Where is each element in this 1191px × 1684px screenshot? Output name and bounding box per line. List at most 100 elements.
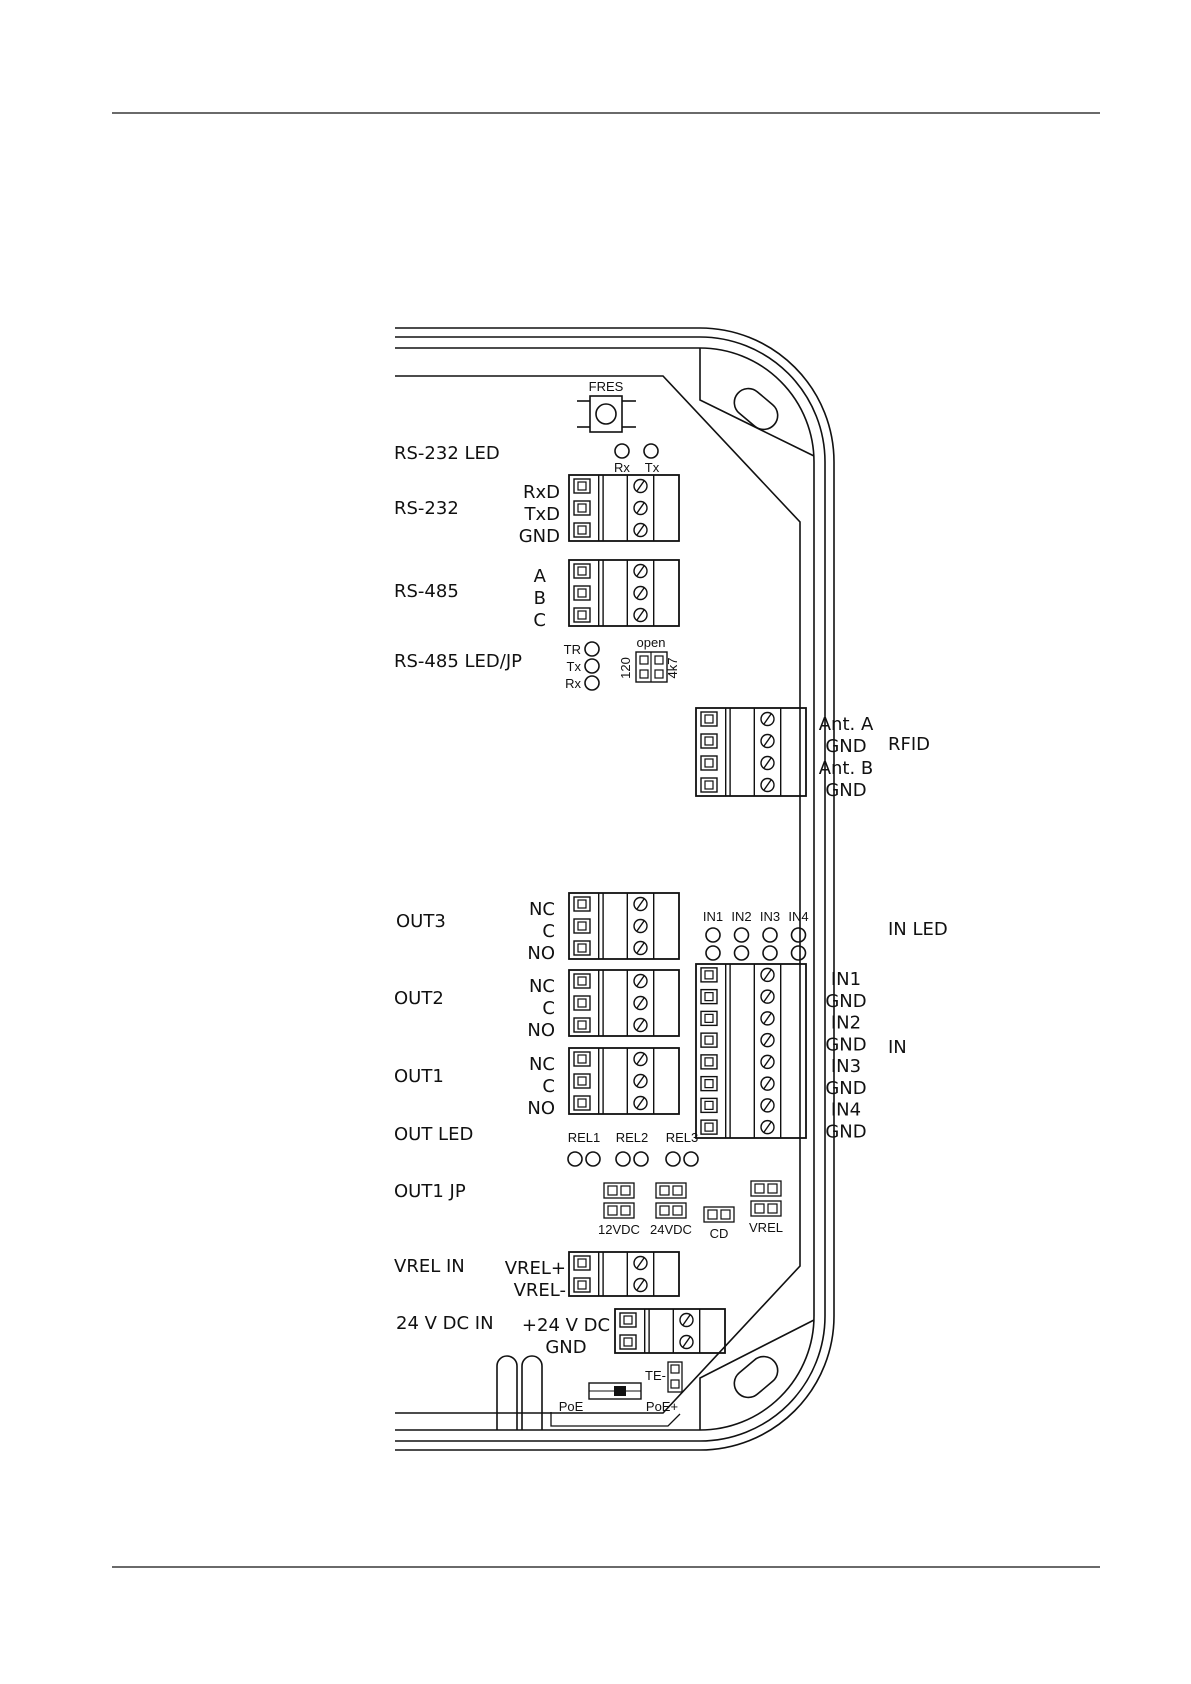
rel-led bbox=[633, 1151, 649, 1167]
jumper-12vdc-label: 12VDC bbox=[598, 1222, 640, 1237]
fres-label: FRES bbox=[589, 379, 624, 394]
label-vrel-in: VREL IN bbox=[394, 1256, 465, 1277]
dc24-pin-labels-pin: GND bbox=[545, 1337, 586, 1358]
in-led-label: IN4 bbox=[788, 909, 808, 924]
rs485-led-label-tr: TR bbox=[564, 642, 581, 657]
rfid-terminal[interactable] bbox=[695, 707, 807, 797]
mounting-hole-top bbox=[733, 387, 779, 431]
rel-led bbox=[665, 1151, 681, 1167]
in-led-bottom bbox=[762, 945, 778, 961]
dc24-pin-labels-pin: +24 V DC bbox=[522, 1315, 610, 1336]
label-in: IN bbox=[888, 1037, 907, 1058]
rs232-terminal[interactable] bbox=[568, 474, 680, 542]
out3-pin-labels-pin: C bbox=[542, 921, 555, 942]
label-24vdc-in: 24 V DC IN bbox=[396, 1313, 494, 1334]
jumper-24vdc[interactable]: 24VDC bbox=[650, 1182, 692, 1237]
mounting-hole-bottom bbox=[733, 1355, 779, 1399]
te-jumper[interactable]: TE- bbox=[645, 1361, 683, 1393]
rel-led-label: REL1 bbox=[568, 1130, 601, 1145]
vrel-pin-labels-pin: VREL+ bbox=[505, 1258, 566, 1279]
te-label: TE- bbox=[645, 1368, 666, 1383]
out3-pin-labels-pin: NO bbox=[527, 943, 555, 964]
rfid-pin-labels-pin: GND bbox=[825, 736, 866, 757]
out2-terminal[interactable] bbox=[568, 969, 680, 1037]
in-pin-labels-pin: GND bbox=[825, 991, 866, 1012]
in-terminal[interactable] bbox=[695, 963, 807, 1139]
rs485-led-label-rx: Rx bbox=[565, 676, 581, 691]
out3-terminal[interactable] bbox=[568, 892, 680, 960]
jumper-24vdc-label: 24VDC bbox=[650, 1222, 692, 1237]
vrel-pin-labels-pin: VREL- bbox=[514, 1280, 566, 1301]
rs232-pin-labels-pin: RxD bbox=[523, 482, 560, 503]
rs485-pin-labels-pin: C bbox=[533, 610, 546, 631]
rx-led-label: Rx bbox=[614, 460, 630, 475]
out2-pin-labels-pin: C bbox=[542, 998, 555, 1019]
in-pin-labels-pin: GND bbox=[825, 1034, 866, 1055]
rs485-tr-led bbox=[584, 641, 600, 657]
rel-led bbox=[683, 1151, 699, 1167]
in-led-bottom bbox=[733, 945, 750, 961]
dc24-terminal[interactable] bbox=[614, 1308, 726, 1354]
jumper-open-label: open bbox=[637, 635, 666, 650]
rs232-pin-labels-pin: TxD bbox=[523, 504, 560, 525]
label-out2: OUT2 bbox=[394, 988, 444, 1009]
jumper-4k7-label: 4k7 bbox=[665, 658, 680, 679]
out2-pin-labels-pin: NC bbox=[529, 976, 555, 997]
in-led-top bbox=[733, 927, 750, 943]
rfid-pin-labels-pin: GND bbox=[825, 780, 866, 801]
jumper-cd-label: CD bbox=[710, 1226, 729, 1241]
label-rs485-led-jp: RS-485 LED/JP bbox=[394, 651, 522, 672]
fres-button[interactable]: FRES bbox=[577, 379, 636, 433]
rel-led bbox=[585, 1151, 601, 1167]
rx-led bbox=[614, 443, 630, 459]
out1-terminal[interactable] bbox=[568, 1047, 680, 1115]
tx-led-label: Tx bbox=[645, 460, 660, 475]
in-led-top bbox=[790, 927, 807, 943]
rel-led-label: REL2 bbox=[616, 1130, 649, 1145]
tx-led bbox=[643, 443, 659, 459]
side-labels: RS-232 LED RS-232 RS-485 RS-485 LED/JP R… bbox=[394, 443, 948, 1334]
in-led-label: IN2 bbox=[731, 909, 751, 924]
in-pin-labels-pin: GND bbox=[825, 1121, 866, 1142]
in-pin-labels-pin: GND bbox=[825, 1078, 866, 1099]
jumper-120-label: 120 bbox=[618, 657, 633, 679]
in-led-bottom bbox=[705, 945, 721, 961]
out3-pin-labels-pin: NC bbox=[529, 899, 555, 920]
rs485-pin-labels-pin: A bbox=[534, 566, 547, 587]
jumper-12vdc[interactable]: 12VDC bbox=[598, 1182, 640, 1237]
label-out-led: OUT LED bbox=[394, 1124, 473, 1145]
label-out1-jp: OUT1 JP bbox=[394, 1181, 466, 1202]
rel-led-label: REL3 bbox=[666, 1130, 699, 1145]
in-pin-labels-pin: IN3 bbox=[831, 1056, 861, 1077]
in-led-bottom bbox=[790, 945, 807, 961]
poe-plus-label: PoE+ bbox=[646, 1399, 678, 1414]
out1-pin-labels-pin: NO bbox=[527, 1098, 555, 1119]
label-in-led: IN LED bbox=[888, 919, 948, 940]
rs485-leds: TR Tx Rx bbox=[564, 641, 600, 691]
rs485-termination-jumper[interactable]: open 120 4k7 bbox=[618, 635, 680, 683]
rs485-terminal[interactable] bbox=[568, 559, 680, 627]
jumper-cd[interactable]: CD bbox=[703, 1206, 735, 1241]
jumper-vrel[interactable]: VREL bbox=[749, 1180, 783, 1235]
vrel-terminal[interactable] bbox=[568, 1251, 680, 1297]
in-pin-labels-pin: IN2 bbox=[831, 1013, 861, 1034]
enclosure-outline bbox=[395, 327, 835, 1451]
out1-pin-labels-pin: C bbox=[542, 1076, 555, 1097]
label-out3: OUT3 bbox=[396, 911, 446, 932]
label-rs485: RS-485 bbox=[394, 581, 459, 602]
poe-switch[interactable]: PoE PoE+ bbox=[550, 1382, 681, 1427]
out1-jumpers[interactable]: 12VDC 24VDC CD VREL bbox=[598, 1180, 783, 1241]
out1-pin-labels-pin: NC bbox=[529, 1054, 555, 1075]
jumper-vrel-label: VREL bbox=[749, 1220, 783, 1235]
label-rfid: RFID bbox=[888, 734, 930, 755]
